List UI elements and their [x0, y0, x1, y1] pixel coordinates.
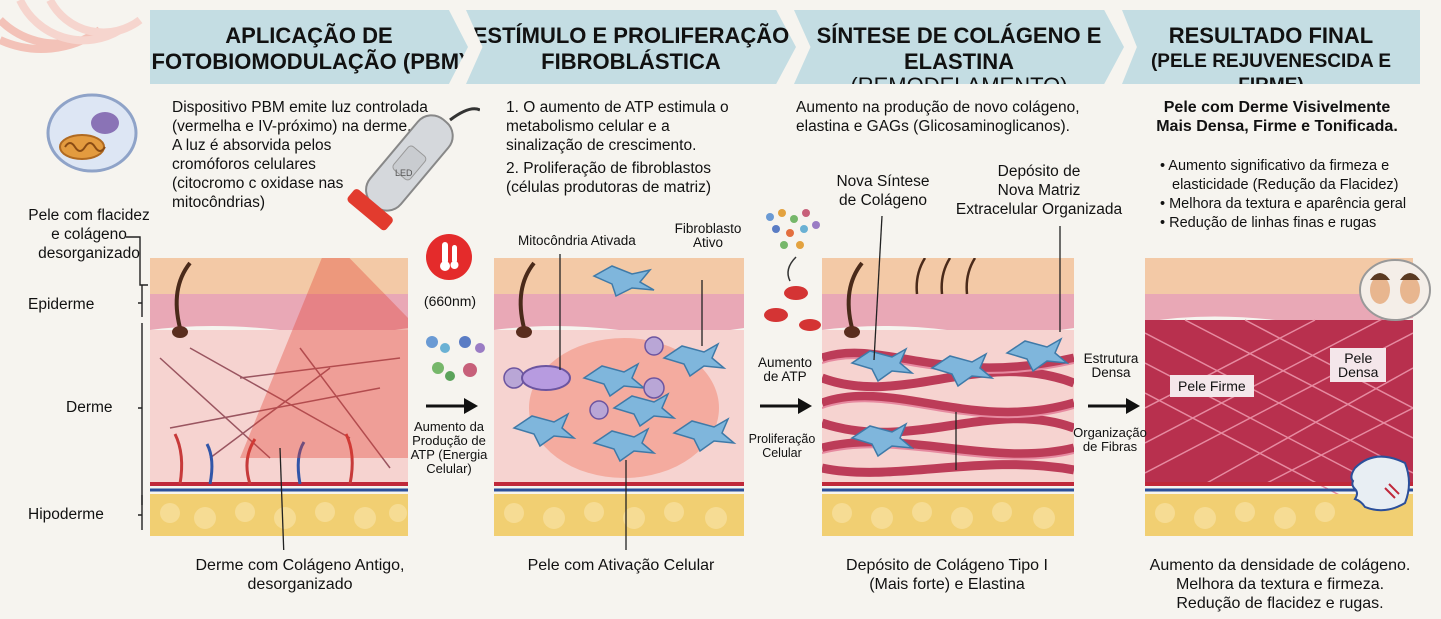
panel-2-title: ESTÍMULO E PROLIFERAÇÃO [472, 23, 790, 48]
mito-label: Mitocôndria Ativada [518, 233, 636, 248]
panel-4-title: RESULTADO FINAL [1168, 23, 1374, 48]
skin-panel-1 [150, 258, 408, 536]
panel-2-header: ESTÍMULO E PROLIFERAÇÃO FIBROBLÁSTICA [466, 10, 796, 84]
panel-3-header: SÍNTESE DE COLÁGENO E ELASTINA (REMODELA… [794, 10, 1124, 84]
arrow-1-icon [426, 398, 478, 414]
panel-2-subtitle: FIBROBLÁSTICA [541, 49, 721, 74]
label-hipoderme: Hipoderme [28, 506, 104, 523]
wavelength-label: (660nm) [423, 293, 477, 309]
panel-1-header: APLICAÇÃO DE FOTOBIOMODULAÇÃO (PBM) [150, 10, 468, 84]
faces-icon [1359, 259, 1431, 321]
panel-1-description: Dispositivo PBM emite luz controlada(ver… [172, 99, 428, 211]
callout-lines-3 [873, 215, 1061, 470]
panel-3-description: Aumento na produção de novo colágeno,ela… [796, 99, 1080, 135]
cell-icon [46, 93, 138, 173]
panel-1-title: APLICAÇÃO DE [225, 23, 393, 48]
label-derme: Derme [66, 399, 113, 416]
callout-lines-1 [279, 447, 285, 550]
label-epiderme: Epiderme [28, 296, 95, 313]
label-brackets [126, 236, 148, 530]
light-waves-icon [0, 0, 143, 53]
arrow-2-icon [760, 398, 812, 414]
skin-panel-2 [494, 258, 744, 536]
particles-icon [764, 209, 821, 331]
panel-1-caption: Derme com Colágeno Antigo,desorganizado [195, 557, 405, 593]
panel-3-title: SÍNTESE DE COLÁGENO E [816, 23, 1102, 48]
panel-3-caption: Depósito de Colágeno Tipo I(Mais forte) … [846, 557, 1048, 593]
face-profile-icon [1350, 455, 1410, 512]
panel-4-header: RESULTADO FINAL (PELE REJUVENESCIDA E FI… [1122, 10, 1420, 84]
skin-panel-3 [822, 258, 1074, 536]
arrow-3-icon [1088, 398, 1140, 414]
panel-2-caption: Pele com Ativação Celular [527, 557, 715, 574]
pbm-device-icon [347, 107, 480, 231]
panel-3-subtitle: ELASTINA (REMODELAMENTO) [850, 49, 1068, 98]
device-led-label: LED [395, 168, 413, 178]
molecules-icon [426, 336, 485, 381]
panel-4-subtitle: (PELE REJUVENESCIDA E FIRME) [1150, 51, 1391, 96]
thermometer-icon [426, 234, 472, 280]
pele-firme-box: Pele Firme [1170, 375, 1254, 397]
panel-1-subtitle: FOTOBIOMODULAÇÃO (PBM) [151, 49, 467, 74]
callout-lines-2 [559, 254, 703, 550]
panel-4-caption: Aumento da densidade de colágeno.Melhora… [1149, 557, 1411, 612]
